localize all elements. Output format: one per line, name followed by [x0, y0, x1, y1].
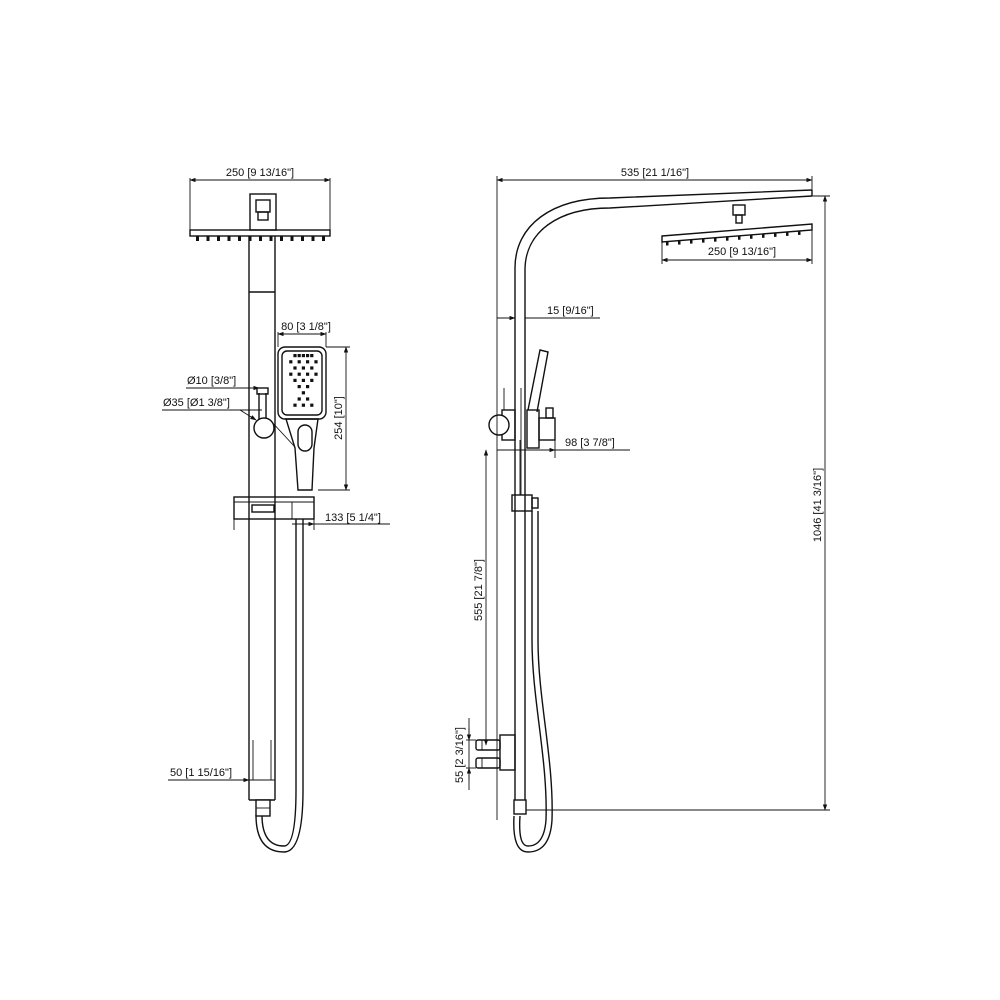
nozzle	[227, 236, 231, 241]
side-wall-bracket	[475, 734, 516, 771]
nozzle	[238, 236, 241, 241]
nozzle	[738, 235, 741, 240]
spray-hole	[289, 372, 293, 376]
spray-hole	[289, 360, 293, 364]
dim-side-head-width: 250 [9 13/16"]	[708, 246, 776, 258]
side-gooseneck-arm	[514, 189, 813, 295]
side-dimensions: 535 [21 1/16"] 250 [9 13/16"] 15 [9/16"]…	[454, 167, 830, 820]
nozzle	[280, 236, 283, 241]
front-view	[189, 193, 331, 853]
spray-hole	[293, 403, 297, 407]
dim-rail-offset: 15 [9/16"]	[547, 305, 594, 317]
spray-hole	[306, 360, 310, 364]
nozzle	[690, 239, 693, 244]
dim-total-reach: 535 [21 1/16"]	[621, 167, 689, 179]
spray-hole	[297, 397, 301, 401]
dim-front-head-width: 250 [9 13/16"]	[226, 167, 294, 179]
spray-hole	[293, 366, 297, 370]
spray-hole	[293, 378, 297, 382]
dim-total-height: 1046 [41 3/16"]	[812, 468, 824, 542]
spray-hole	[306, 385, 310, 389]
nozzle	[678, 240, 681, 245]
nozzle	[290, 236, 294, 241]
spray-hole	[301, 391, 305, 395]
dim-handshower-width: 80 [3 1/8"]	[281, 321, 331, 333]
dim-bracket-spacing: 555 [21 7/8"]	[473, 559, 485, 621]
spray-hole	[301, 378, 305, 382]
nozzle	[750, 234, 753, 239]
dim-handshower-length: 254 [10"]	[333, 396, 345, 440]
spray-hole	[301, 354, 305, 358]
spray-hole	[306, 354, 310, 358]
front-shelf	[233, 496, 315, 520]
nozzle	[269, 236, 273, 241]
spray-hole	[301, 403, 305, 407]
front-hose	[255, 519, 304, 853]
side-view	[475, 189, 813, 853]
spray-hole	[306, 397, 310, 401]
nozzle	[301, 236, 304, 241]
nozzle	[714, 237, 717, 242]
front-rail	[248, 236, 276, 801]
dim-bracket-height: 55 [2 3/16"]	[454, 727, 466, 783]
dim-rail-width: 50 [1 15/16"]	[170, 767, 232, 779]
side-rain-head	[661, 204, 813, 246]
spray-hole	[310, 354, 314, 358]
nozzle	[311, 236, 315, 241]
nozzle	[217, 236, 220, 241]
spray-hole	[297, 354, 301, 358]
dim-holder-depth: 98 [3 7/8"]	[565, 437, 615, 449]
side-slider	[511, 494, 539, 512]
nozzle	[196, 236, 199, 241]
spray-hole	[306, 372, 310, 376]
side-hand-shower	[488, 349, 556, 495]
spray-hole	[297, 385, 301, 389]
dim-valve-dia: Ø35 [Ø1 3/8"]	[163, 397, 230, 409]
nozzle	[666, 241, 669, 246]
nozzle	[786, 231, 789, 236]
nozzle	[248, 236, 252, 241]
spray-hole	[310, 378, 314, 382]
spray-hole	[314, 372, 318, 376]
spray-hole	[297, 360, 301, 364]
nozzle	[726, 236, 729, 241]
dim-shelf-width: 133 [5 1/4"]	[325, 512, 381, 524]
spray-hole	[293, 354, 297, 358]
spray-hole	[297, 372, 301, 376]
nozzle	[206, 236, 210, 241]
nozzle	[259, 236, 262, 241]
front-rain-head	[189, 193, 331, 241]
side-bottom-nut	[513, 799, 527, 815]
nozzle	[322, 236, 325, 241]
spray-hole	[314, 360, 318, 364]
dim-valve-inlet-dia: Ø10 [3/8"]	[187, 375, 236, 387]
front-dimensions: 250 [9 13/16"] 80 [3 1/8"] Ø10 [3/8"] Ø3…	[162, 167, 390, 783]
nozzle	[798, 230, 801, 235]
spray-hole	[301, 366, 305, 370]
front-hand-shower	[277, 346, 327, 491]
front-diverter-valve	[253, 387, 296, 448]
spray-hole	[310, 366, 314, 370]
side-hose	[513, 511, 553, 853]
spray-hole	[310, 403, 314, 407]
nozzle	[702, 238, 705, 243]
side-rail	[514, 295, 526, 800]
nozzle	[762, 233, 765, 238]
nozzle	[774, 232, 777, 237]
